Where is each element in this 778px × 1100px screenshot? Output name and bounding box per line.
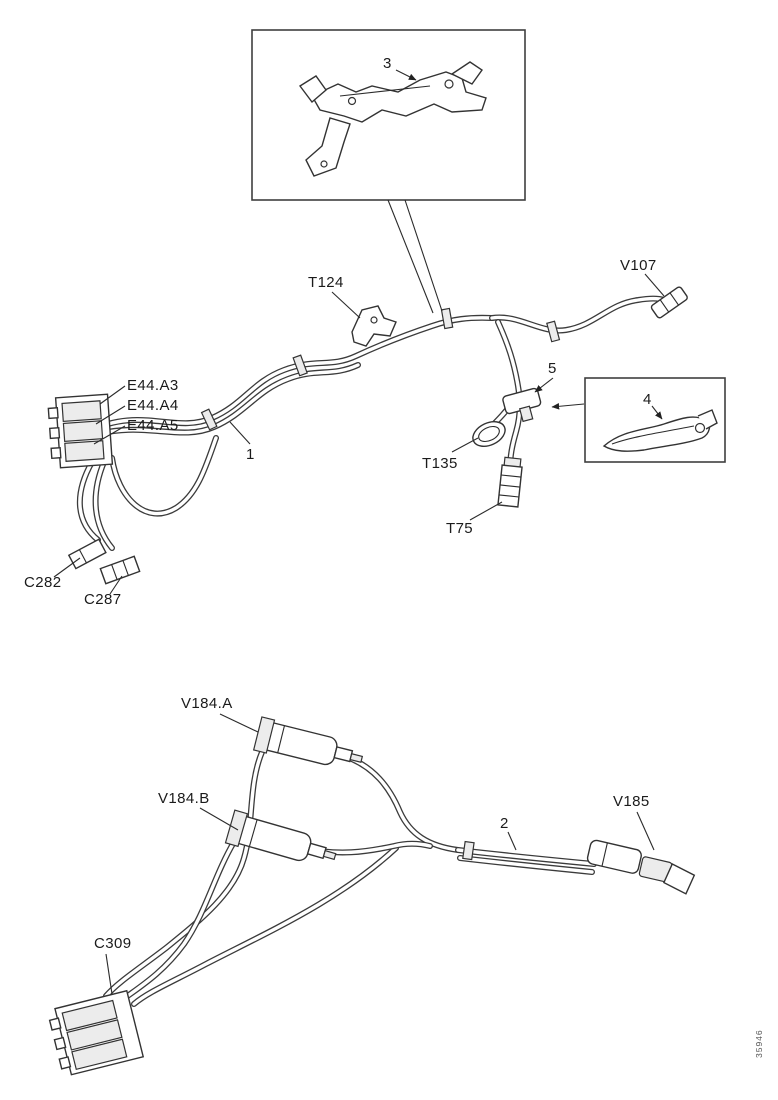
connector-c282-drawing [67,538,107,570]
connector-v107-drawing [650,286,688,319]
label-e44-a4: E44.A4 [127,397,179,414]
text-labels: T124 V107 E44.A3 E44.A4 E44.A5 1 3 4 5 T… [24,55,764,1058]
callout-4: 4 [643,391,651,408]
connector-c287-drawing [99,555,141,585]
callout-2: 2 [500,815,508,832]
label-v184b: V184.B [158,790,210,807]
label-e44-a3: E44.A3 [127,377,179,394]
label-v185: V185 [613,793,650,810]
connector-e44-drawing [47,393,114,469]
harness-clips [200,307,561,861]
callout-1: 1 [246,446,254,463]
leader-lines [53,69,665,995]
label-c282: C282 [24,574,61,591]
connector-c309-drawing [48,989,145,1076]
sensor-v185-drawing [586,839,696,895]
label-v107: V107 [620,257,657,274]
label-t75: T75 [446,520,473,537]
label-c309: C309 [94,935,131,952]
solenoid-v184b-drawing [224,809,337,862]
callout-5: 5 [548,360,556,377]
valve-t75-drawing [497,456,523,508]
figure-side-code: 35946 [754,1029,764,1058]
inset-box-4 [551,377,726,463]
label-t124: T124 [308,274,344,291]
clamp-t135-drawing [472,421,506,447]
label-t135: T135 [422,455,458,472]
solenoid-v184a-drawing [252,716,364,766]
clip-item5-drawing [502,387,542,423]
clip-t124-drawing [351,305,397,347]
inset-box-3 [251,29,526,314]
label-c287: C287 [84,591,121,608]
label-e44-a5: E44.A5 [127,417,179,434]
bracket-4-drawing [602,409,718,452]
callout-3: 3 [383,55,391,72]
bracket-3-drawing [298,61,487,177]
label-v184a: V184.A [181,695,233,712]
